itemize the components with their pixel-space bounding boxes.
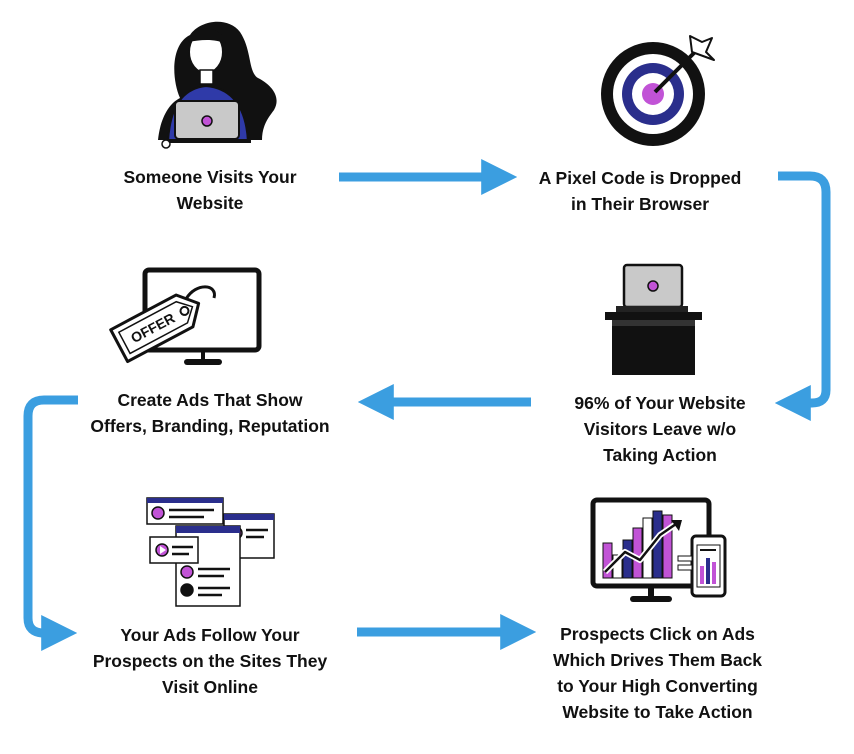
caption-line: Taking Action [603,445,717,465]
web-windows-icon [146,497,275,607]
caption-line: in Their Browser [570,194,710,214]
caption-line: Website to Take Action [562,702,753,722]
step-caption-pixel: A Pixel Code is Dropped in Their Browser [520,165,760,217]
caption-line: to Your High Converting [557,676,758,696]
caption-line: Which Drives Them Back [552,650,763,670]
caption-line: Website [176,193,244,213]
step-caption-click: Prospects Click on Ads Which Drives Them… [535,621,780,725]
caption-line: Someone Visits Your [123,167,297,187]
caption-line: Your Ads Follow Your [120,625,300,645]
caption-line: Offers, Branding, Reputation [90,416,330,436]
caption-line: A Pixel Code is Dropped [538,168,742,188]
offer-monitor-icon: OFFER [109,267,262,365]
offer-tag: OFFER [109,293,201,364]
laptop-desk-icon [605,263,702,375]
target-icon [601,35,715,146]
step-caption-visit: Someone Visits Your Website [100,164,320,216]
caption-line: Prospects on the Sites They [92,651,328,671]
arrow-pixel-to-leave [774,171,831,421]
flow-arrows [23,159,831,651]
caption-line: Visit Online [162,677,258,697]
woman-laptop-icon [158,21,277,149]
caption-line: 96% of Your Website [574,393,746,413]
step-caption-ads: Create Ads That Show Offers, Branding, R… [75,387,345,439]
caption-line: Prospects Click on Ads [560,624,755,644]
arrow-ads-to-follow [23,395,78,651]
step-caption-follow: Your Ads Follow Your Prospects on the Si… [70,622,350,700]
caption-line: Create Ads That Show [117,390,303,410]
analytics-devices-icon [590,497,727,602]
step-caption-leave: 96% of Your Website Visitors Leave w/o T… [550,390,770,468]
caption-line: Visitors Leave w/o [583,419,737,439]
